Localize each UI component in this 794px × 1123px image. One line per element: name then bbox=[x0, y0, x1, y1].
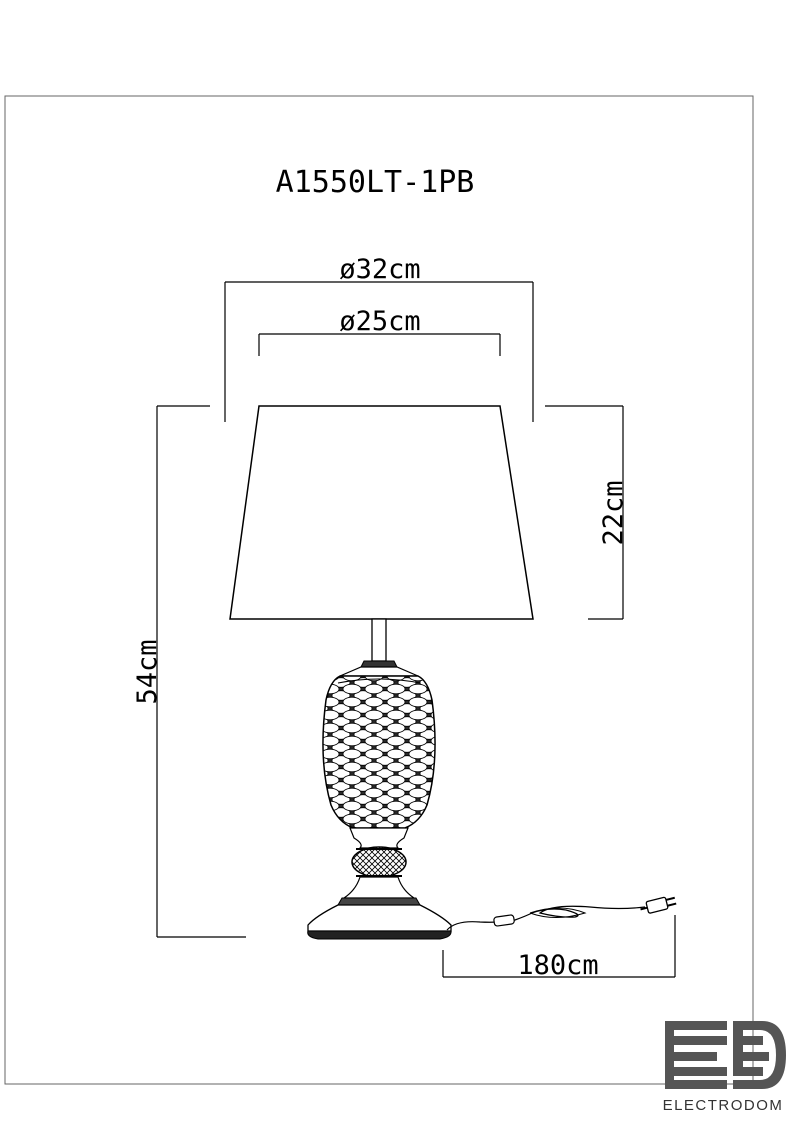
vase-body bbox=[322, 675, 436, 829]
lamp-stem bbox=[371, 618, 387, 662]
shade-height-label: 22cm bbox=[598, 480, 629, 545]
cable-length-dimension bbox=[442, 915, 676, 978]
base-neck bbox=[342, 876, 416, 899]
neck-collar bbox=[360, 660, 398, 668]
crosshatch-knob bbox=[351, 846, 407, 878]
power-cable-loop bbox=[529, 907, 587, 918]
brand-logo bbox=[665, 1021, 786, 1089]
total-height-dimension bbox=[156, 405, 246, 938]
lamp-base bbox=[307, 904, 452, 932]
base-ring bbox=[337, 897, 421, 906]
model-title: A1550LT-1PB bbox=[276, 165, 475, 200]
outer-diameter-label: ø32cm bbox=[339, 254, 420, 285]
lower-collar bbox=[349, 827, 409, 849]
drawing-frame bbox=[4, 95, 754, 1085]
inline-switch-icon bbox=[493, 914, 515, 927]
power-plug-icon bbox=[640, 896, 677, 914]
inner-diameter-label: ø25cm bbox=[339, 306, 420, 337]
base-foot bbox=[307, 930, 452, 940]
total-height-label: 54cm bbox=[132, 639, 163, 704]
neck-top bbox=[339, 666, 419, 677]
cable-length-label: 180cm bbox=[517, 950, 598, 981]
shade-height-dimension bbox=[545, 405, 624, 620]
vase-top-band bbox=[337, 678, 421, 684]
lamp-shade bbox=[229, 405, 534, 620]
inner-diameter-dimension bbox=[258, 333, 501, 356]
outer-diameter-dimension bbox=[224, 281, 534, 422]
brand-name: ELECTRODOM bbox=[663, 1097, 784, 1114]
power-cable bbox=[446, 905, 646, 931]
